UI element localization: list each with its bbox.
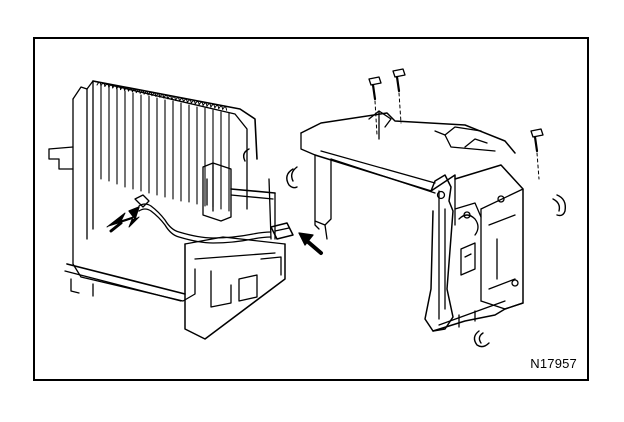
- arrow-connector-icon: [298, 232, 323, 255]
- evaporator-case: [300, 110, 524, 332]
- clip-2-icon: [552, 194, 567, 217]
- evaporator-unit: [48, 80, 286, 340]
- clip-4-icon: [242, 148, 250, 162]
- illustration: [48, 68, 567, 348]
- evaporator-fins: [100, 84, 230, 212]
- clip-3-icon: [473, 330, 490, 348]
- thermistor-wire: [134, 194, 294, 244]
- screw-3-icon: [530, 128, 544, 180]
- screw-1-icon: [368, 76, 382, 136]
- screw-2-icon: [392, 68, 406, 124]
- figure-frame: N17957: [33, 37, 589, 381]
- figure-code: N17957: [530, 356, 577, 371]
- clip-1-icon: [286, 166, 298, 189]
- arrow-sensor-icon: [106, 206, 140, 233]
